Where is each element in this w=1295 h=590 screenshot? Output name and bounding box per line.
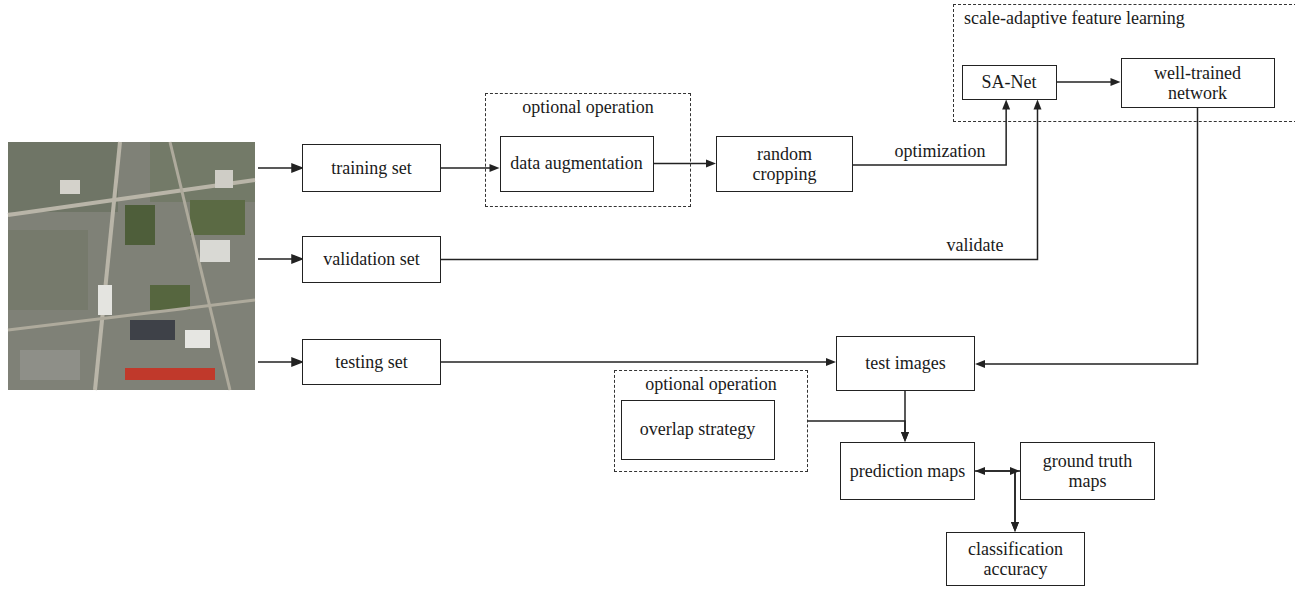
process-box: well-trained network [1121,58,1275,108]
process-box: ground truth maps [1020,442,1155,500]
connector [853,100,1010,166]
building [215,170,233,188]
connector-line [441,167,492,169]
arrow-line [258,258,294,260]
process-box: classification accuracy [946,532,1085,586]
box-label: SA-Net [982,72,1037,92]
box-label: training set [331,158,411,178]
red-roof [125,368,215,380]
process-box: prediction maps [840,442,975,500]
green-area [190,200,245,235]
arrow-head [826,358,836,366]
arrow-head [975,360,985,368]
dashed-group: optional operation data augmentation [485,93,691,207]
connector [1011,471,1020,532]
connector [901,391,909,442]
dashed-group: scale-adaptive feature learningSA-Net wel… [953,4,1295,122]
connector-line [975,471,1015,524]
building [130,320,175,340]
box-label: testing set [335,352,408,372]
arrow-head [1011,522,1019,532]
connector-line [853,108,1006,166]
connector [975,471,1019,532]
green-area [150,285,190,310]
building [200,240,230,262]
arrow-head [292,164,302,172]
connector [975,108,1198,368]
process-box: testing set [302,339,441,385]
box-label: overlap strategy [640,419,755,439]
road [95,142,120,390]
parking-lot [20,350,80,380]
connector [808,421,909,442]
group-heading: scale-adaptive feature learning [964,8,1295,29]
building [185,330,210,348]
image-arrows [258,164,302,366]
arrow-head [292,255,302,263]
arrow-head [490,164,500,172]
arrow-head [901,432,909,442]
arrow-head [706,160,716,168]
process-box: data augmentation [500,136,654,192]
box-label: classification accuracy [953,539,1078,579]
building [98,285,112,315]
box-label: prediction maps [850,461,965,481]
arrow-head [1111,78,1121,86]
box-label: random cropping [723,144,846,184]
arrow-line [258,167,294,169]
box-label: ground truth maps [1027,451,1148,491]
process-box: test images [836,336,975,391]
arrow-head [1011,522,1019,532]
box-label: validation set [323,249,419,269]
connector [654,160,717,168]
connector [1057,78,1121,86]
arrow-head [1034,100,1042,110]
arrow-line [258,361,294,363]
arrow-head [292,358,302,366]
edge-label: validate [944,235,1007,256]
connector-line [808,421,905,434]
connector-line [441,108,1038,260]
edge-label: optimization [892,141,989,162]
connector [441,100,1042,260]
building [60,180,80,194]
arrow-head [901,432,909,442]
box-label: test images [865,353,945,373]
group-heading: optional operation [486,97,690,118]
arrow-head [1002,100,1010,110]
connector-line [1057,81,1113,83]
connector-line [441,361,828,363]
process-box: training set [302,144,441,192]
dashed-group: optional operation overlap strategy [614,370,808,472]
process-box: overlap strategy [621,400,775,460]
connector-line [983,108,1198,364]
connector-line [654,163,709,165]
box-label: well-trained network [1128,63,1268,103]
box-label: data augmentation [510,153,642,173]
process-box: SA-Net [962,65,1057,100]
aerial-ground [8,142,255,390]
process-box: random cropping [716,136,853,192]
green-area [125,205,155,245]
process-box: validation set [302,236,441,283]
group-heading: optional operation [615,374,807,395]
residential-block [8,230,88,310]
connector [441,358,836,366]
connector [441,164,500,172]
